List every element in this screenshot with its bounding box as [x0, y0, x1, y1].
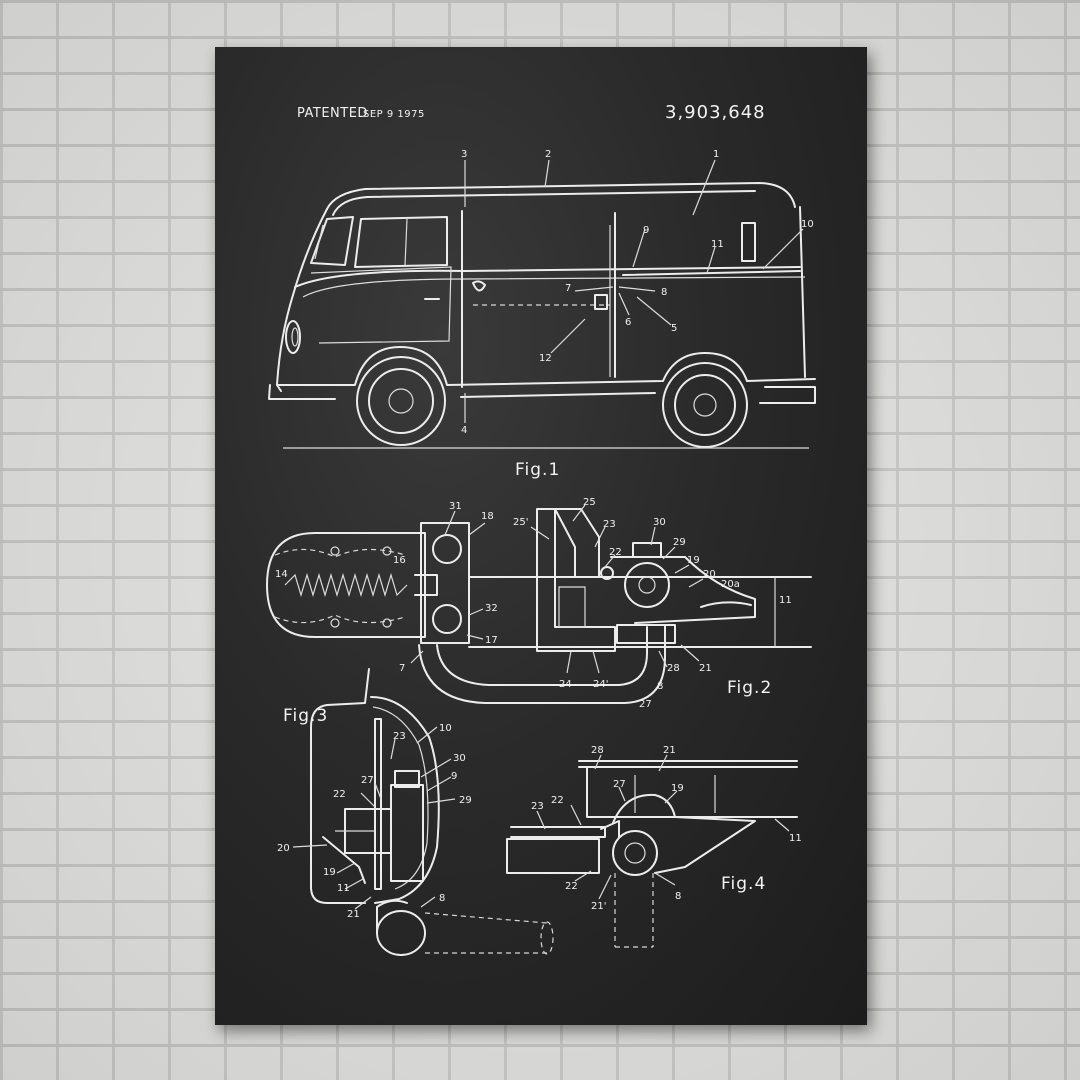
label: 9 [643, 225, 649, 236]
label: 6 [625, 317, 631, 328]
label: 21 [347, 909, 360, 920]
label: 19 [671, 783, 684, 794]
label: 14 [275, 569, 288, 580]
label: 10 [439, 723, 452, 734]
label: 23 [531, 801, 544, 812]
label: 30 [453, 753, 466, 764]
label: 11 [711, 239, 724, 250]
fig1-caption: Fig.1 [515, 460, 560, 480]
label: 20a [721, 579, 740, 590]
fig2-labels: 31 18 25 25' 23 30 22 29 19 20 20a 11 14… [275, 497, 792, 710]
label: 11 [337, 883, 350, 894]
label: 5 [671, 323, 677, 334]
label: 24' [593, 679, 608, 690]
label: 30 [653, 517, 666, 528]
label: 29 [459, 795, 472, 806]
fig3-labels: 10 23 30 9 22 27 29 20 19 11 21 8 [277, 723, 472, 920]
label: 20 [703, 569, 716, 580]
label: 10 [801, 219, 814, 230]
label: 2 [545, 149, 551, 160]
label: 16 [393, 555, 406, 566]
label: 17 [485, 635, 498, 646]
label: 23 [393, 731, 406, 742]
label: 8 [675, 891, 681, 902]
label: 20 [277, 843, 290, 854]
label: 32 [485, 603, 498, 614]
label: 28 [591, 745, 604, 756]
label: 22 [565, 881, 578, 892]
label: 9 [451, 771, 457, 782]
fig4-labels: 28 21 27 19 23 22 11 22 21' 8 [531, 745, 802, 912]
label: 7 [565, 283, 571, 294]
label: 8 [657, 681, 663, 692]
fig3-caption: Fig.3 [283, 706, 328, 726]
label: 7 [399, 663, 405, 674]
label: 24 [559, 679, 572, 690]
label: 31 [449, 501, 462, 512]
patent-number: 3,903,648 [665, 102, 766, 123]
fig2-latch-drawing [266, 504, 812, 704]
label: 27 [613, 779, 626, 790]
patent-poster: PATENTED SEP 9 1975 3,903,648 [215, 47, 867, 1025]
label: 8 [661, 287, 667, 298]
label: 8 [439, 893, 445, 904]
label: 18 [481, 511, 494, 522]
fig1-van-drawing [268, 159, 816, 449]
label: 22 [609, 547, 622, 558]
label: 4 [461, 425, 467, 436]
fig1-labels: 3 2 1 10 9 11 7 8 6 5 12 4 [461, 149, 814, 436]
label: 19 [323, 867, 336, 878]
fig3-section-drawing [292, 668, 554, 956]
label: 29 [673, 537, 686, 548]
label: 25' [513, 517, 528, 528]
label: 21 [663, 745, 676, 756]
label: 22 [551, 795, 564, 806]
label: 27 [361, 775, 374, 786]
label: 21 [699, 663, 712, 674]
patented-label: PATENTED [297, 106, 368, 121]
patent-date: SEP 9 1975 [363, 109, 425, 120]
label: 28 [667, 663, 680, 674]
fig4-caption: Fig.4 [721, 874, 766, 894]
fig2-caption: Fig.2 [727, 678, 772, 698]
fig4-detail-drawing [506, 754, 798, 948]
label: 11 [789, 833, 802, 844]
label: 23 [603, 519, 616, 530]
patent-drawing: PATENTED SEP 9 1975 3,903,648 [266, 102, 816, 956]
label: 27 [639, 699, 652, 710]
label: 11 [779, 595, 792, 606]
label: 3 [461, 149, 467, 160]
label: 22 [333, 789, 346, 800]
label: 21' [591, 901, 606, 912]
label: 12 [539, 353, 552, 364]
label: 1 [713, 149, 719, 160]
label: 19 [687, 555, 700, 566]
label: 25 [583, 497, 596, 508]
